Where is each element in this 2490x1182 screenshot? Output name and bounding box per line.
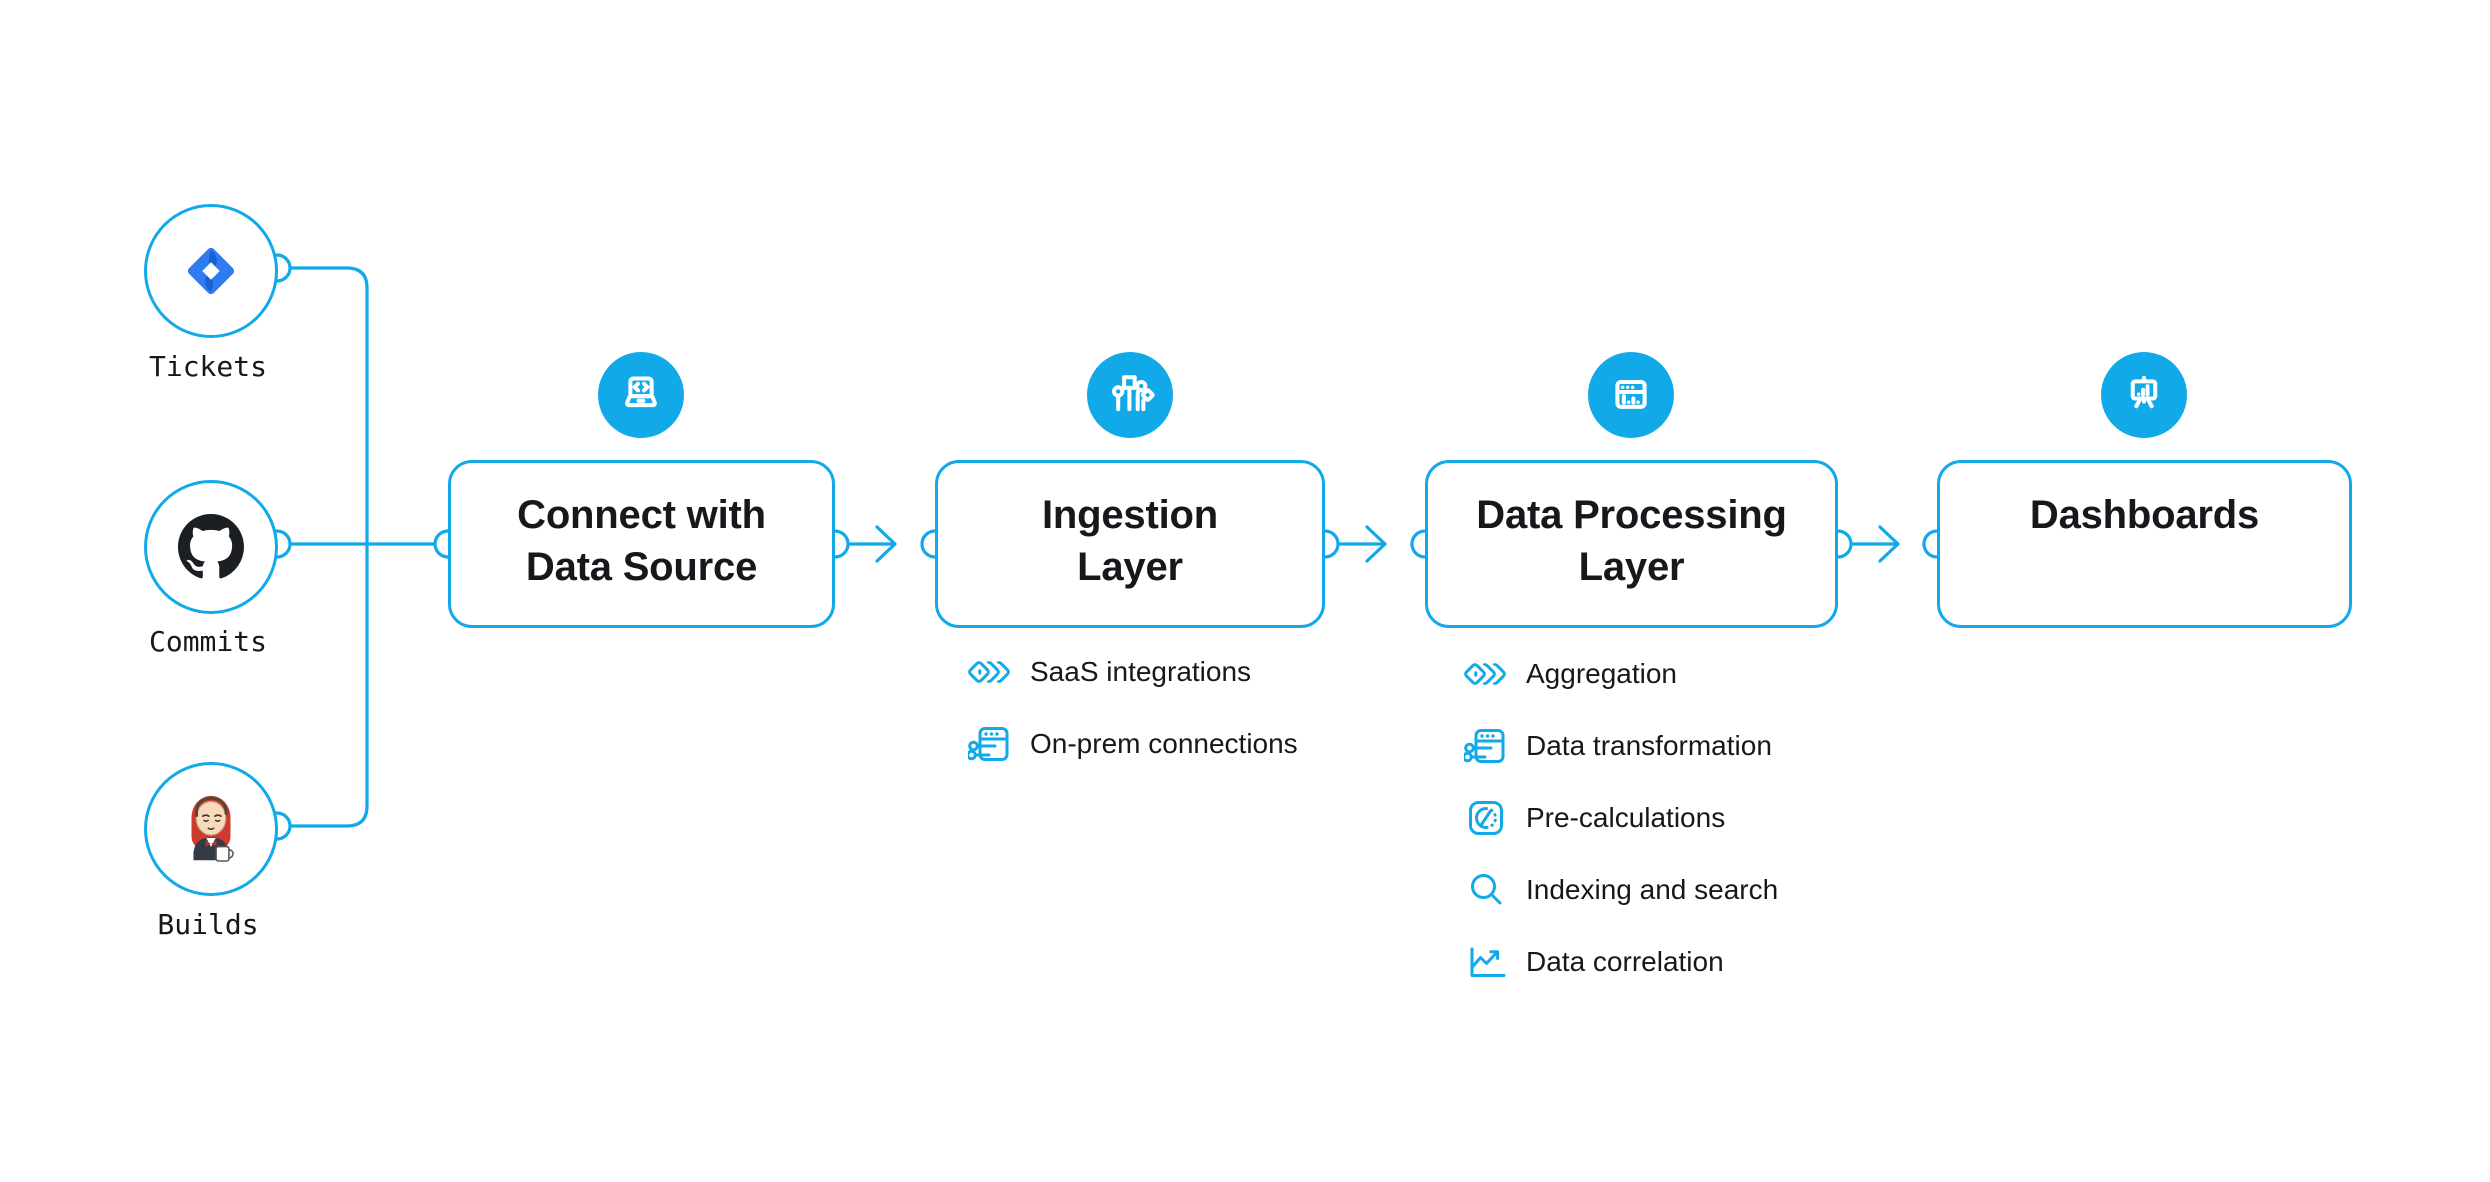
circuit-icon [1087, 352, 1173, 438]
stage-box-processing: Data Processing Layer [1425, 460, 1838, 628]
arrow-3-head [1878, 525, 1900, 563]
list-item-label: On-prem connections [1030, 728, 1298, 759]
list-item: Data transformation [1462, 724, 1778, 768]
arrow-2-head [1365, 525, 1387, 563]
list-item: SaaS integrations [964, 650, 1298, 694]
list-item: Indexing and search [1464, 868, 1778, 912]
builds-label: Builds [157, 908, 259, 941]
stage-box-connect: Connect with Data Source [448, 460, 835, 628]
search-icon [1464, 868, 1508, 912]
arrow-1-head [875, 525, 897, 563]
list-item: On-prem connections [966, 722, 1298, 766]
stage-box-dashboards: Dashboards [1937, 460, 2352, 628]
list-item-label: Data correlation [1526, 946, 1724, 977]
commits-node [144, 480, 278, 614]
github-icon [178, 514, 244, 579]
tickets-node [144, 204, 278, 338]
list-item-label: Indexing and search [1526, 874, 1779, 905]
list-item: Aggregation [1460, 652, 1778, 696]
jenkins-icon [191, 795, 234, 862]
stage-title: Dashboards [2029, 493, 2260, 537]
list-item-label: SaaS integrations [1030, 656, 1252, 687]
window-chart-icon [1588, 352, 1674, 438]
processing-feature-list: Aggregation Data transformation [1460, 652, 1778, 1012]
gauge-icon [1464, 796, 1508, 840]
window-sliders-icon [966, 722, 1012, 766]
stage-title: Connect with Data Source [517, 493, 766, 589]
diamonds-icon [964, 650, 1012, 694]
laptop-code-icon [598, 352, 684, 438]
list-item: Pre-calculations [1464, 796, 1778, 840]
sources-trunk-line [288, 266, 369, 828]
window-sliders-icon [1462, 724, 1508, 768]
presentation-icon [2101, 352, 2187, 438]
diamonds-icon [1460, 652, 1508, 696]
list-item-label: Aggregation [1526, 658, 1678, 689]
ingestion-feature-list: SaaS integrations On-prem connections [964, 650, 1298, 794]
stage-title: Ingestion Layer [1042, 493, 1218, 589]
list-item-label: Pre-calculations [1526, 802, 1726, 833]
stage-title: Data Processing Layer [1476, 493, 1787, 589]
jira-icon [187, 247, 235, 295]
trend-icon [1464, 940, 1508, 984]
tickets-label: Tickets [148, 350, 267, 383]
list-item: Data correlation [1464, 940, 1778, 984]
stage-box-ingestion: Ingestion Layer [935, 460, 1325, 628]
builds-node [144, 762, 278, 896]
commits-label: Commits [148, 625, 267, 658]
list-item-label: Data transformation [1526, 730, 1772, 761]
